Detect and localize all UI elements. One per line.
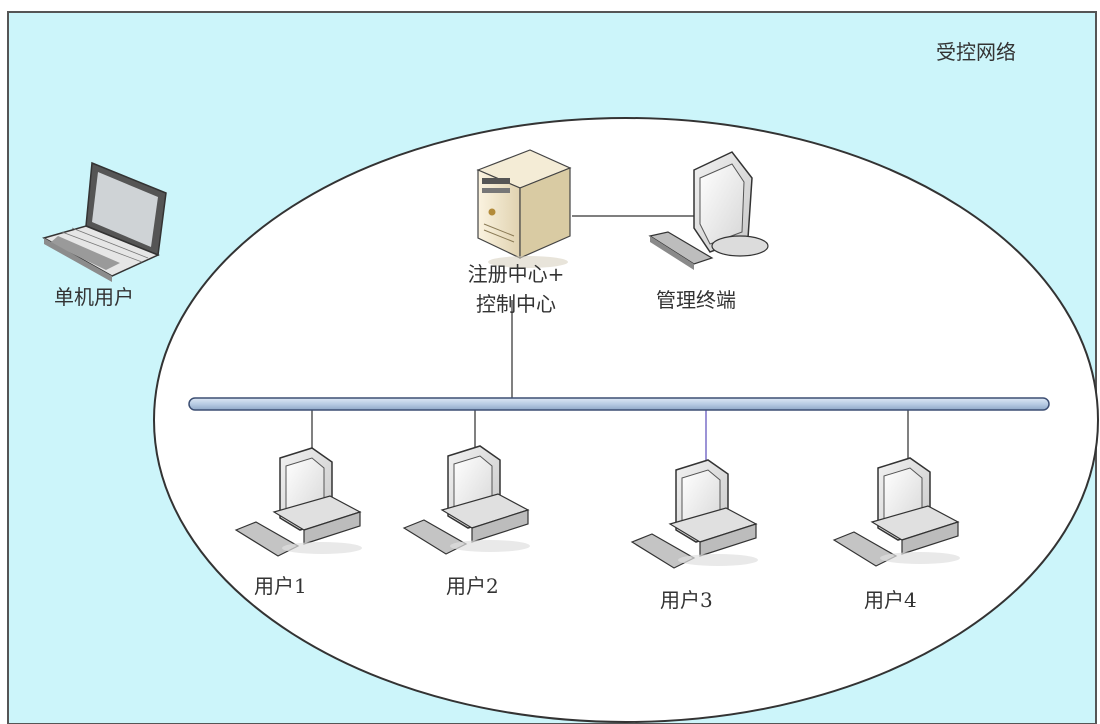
user3-computer-icon (630, 459, 758, 569)
server-label-line2: 控制中心 (476, 292, 556, 316)
region-label: 受控网络 (936, 40, 1016, 64)
admin-terminal-label: 管理终端 (656, 288, 736, 312)
user3-label: 用户3 (660, 588, 713, 612)
user2-computer-icon (402, 445, 530, 555)
user2-label: 用户2 (446, 574, 499, 598)
user4-label: 用户4 (864, 588, 917, 612)
network-bus (188, 397, 1050, 411)
admin-terminal-icon (648, 151, 769, 270)
server-label-line1: 注册中心+ (467, 262, 565, 286)
laptop-icon (42, 161, 167, 282)
user1-computer-icon (234, 447, 362, 557)
network-boundary-ellipse (153, 117, 1099, 723)
server-icon (476, 149, 572, 268)
user1-label: 用户1 (254, 574, 307, 598)
user4-computer-icon (832, 457, 960, 567)
standalone-user-label: 单机用户 (54, 285, 134, 309)
connection-lines (311, 215, 909, 462)
